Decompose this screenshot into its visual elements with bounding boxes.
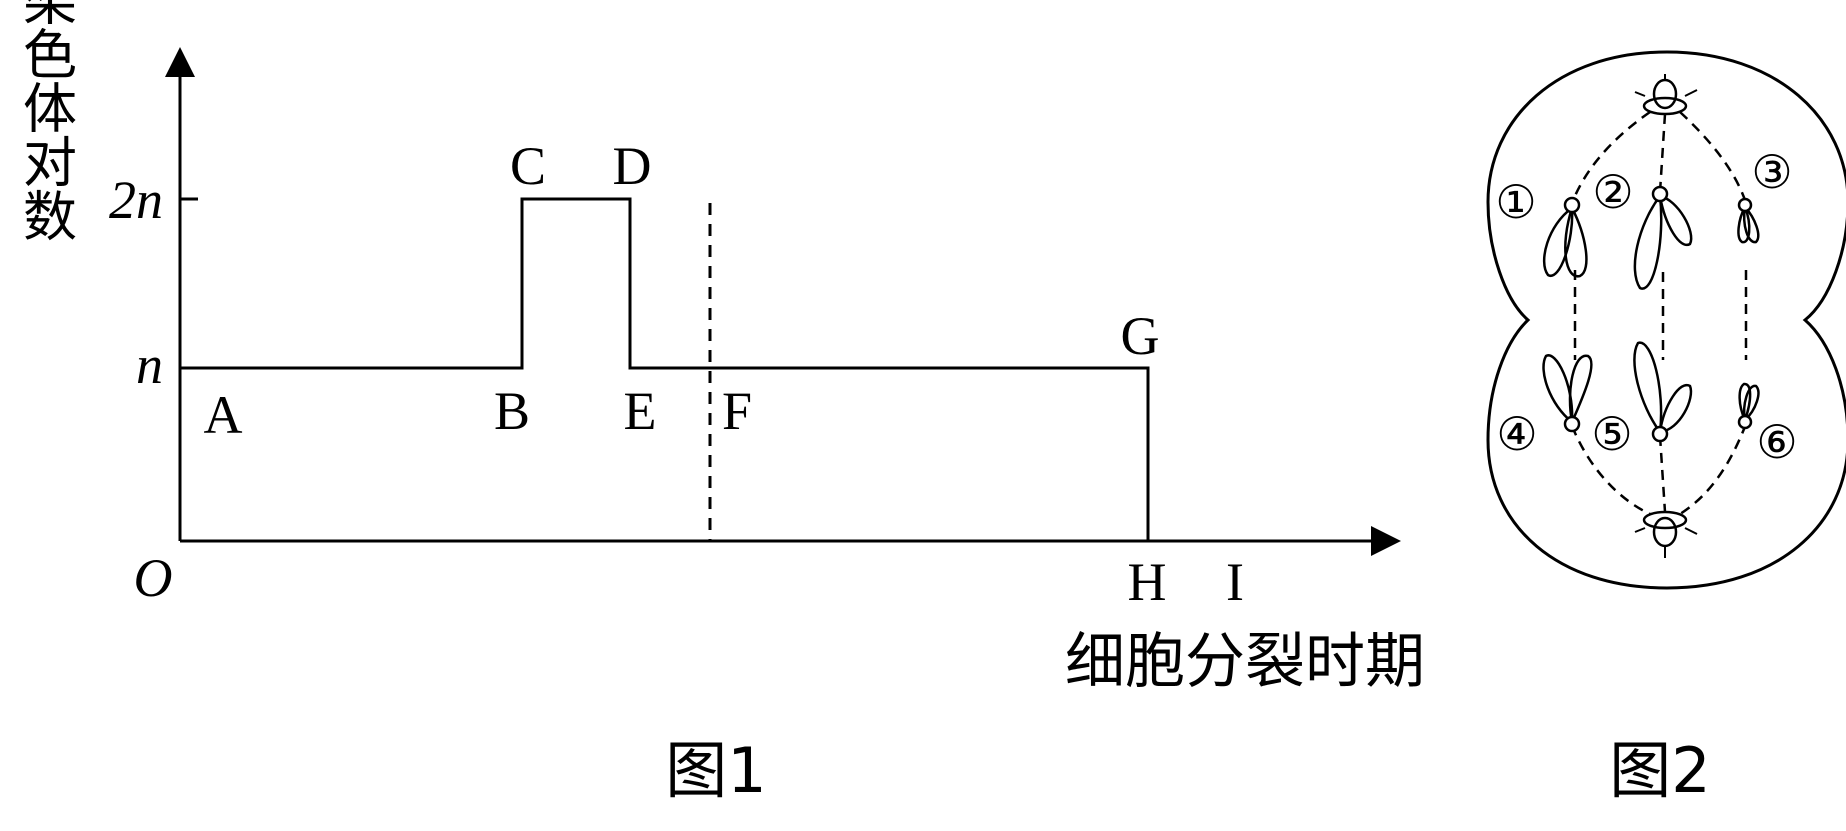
label-1: ①: [1495, 175, 1536, 229]
point-label-F: F: [722, 381, 752, 441]
point-label-H: H: [1128, 552, 1167, 612]
label-4: ④: [1496, 407, 1537, 461]
chromosome-6: [1737, 382, 1760, 430]
y-tick-label-2n: 2n: [109, 170, 163, 230]
cell-membrane: [1486, 50, 1846, 590]
y-axis-label: 同源染色体对数: [14, 0, 77, 242]
point-label-D: D: [613, 136, 652, 196]
chromosome-5: [1633, 341, 1693, 443]
chromosome-1: [1542, 196, 1588, 278]
figure1: 同源染色体对数 2n n O A B C D E F G H I 细胞分裂时期 …: [14, 0, 1426, 807]
figure2: ① ② ③ ④ ⑤ ⑥ 图2: [1486, 50, 1846, 807]
chromosome-2: [1633, 185, 1693, 290]
centrosome-bottom: [1634, 510, 1698, 558]
x-axis-label: 细胞分裂时期: [1065, 627, 1425, 697]
figure2-caption: 图2: [1609, 734, 1710, 807]
chromosome-3: [1737, 197, 1760, 244]
y-tick-label-n: n: [136, 335, 163, 395]
origin-label: O: [134, 548, 173, 608]
label-3: ③: [1751, 145, 1792, 199]
chromosome-pair-step-line: [180, 197, 1250, 543]
centrosome-top: [1634, 74, 1698, 116]
point-label-A: A: [204, 385, 243, 445]
label-2: ②: [1592, 165, 1633, 219]
point-label-I: I: [1226, 552, 1244, 612]
chromosome-4: [1542, 354, 1593, 433]
point-label-E: E: [624, 381, 657, 441]
label-5: ⑤: [1591, 407, 1632, 461]
point-label-G: G: [1121, 306, 1160, 366]
point-label-B: B: [494, 381, 530, 441]
point-label-C: C: [510, 136, 546, 196]
spindle-fibers: [1570, 110, 1748, 516]
figure1-caption: 图1: [665, 734, 766, 807]
label-6: ⑥: [1756, 415, 1797, 469]
